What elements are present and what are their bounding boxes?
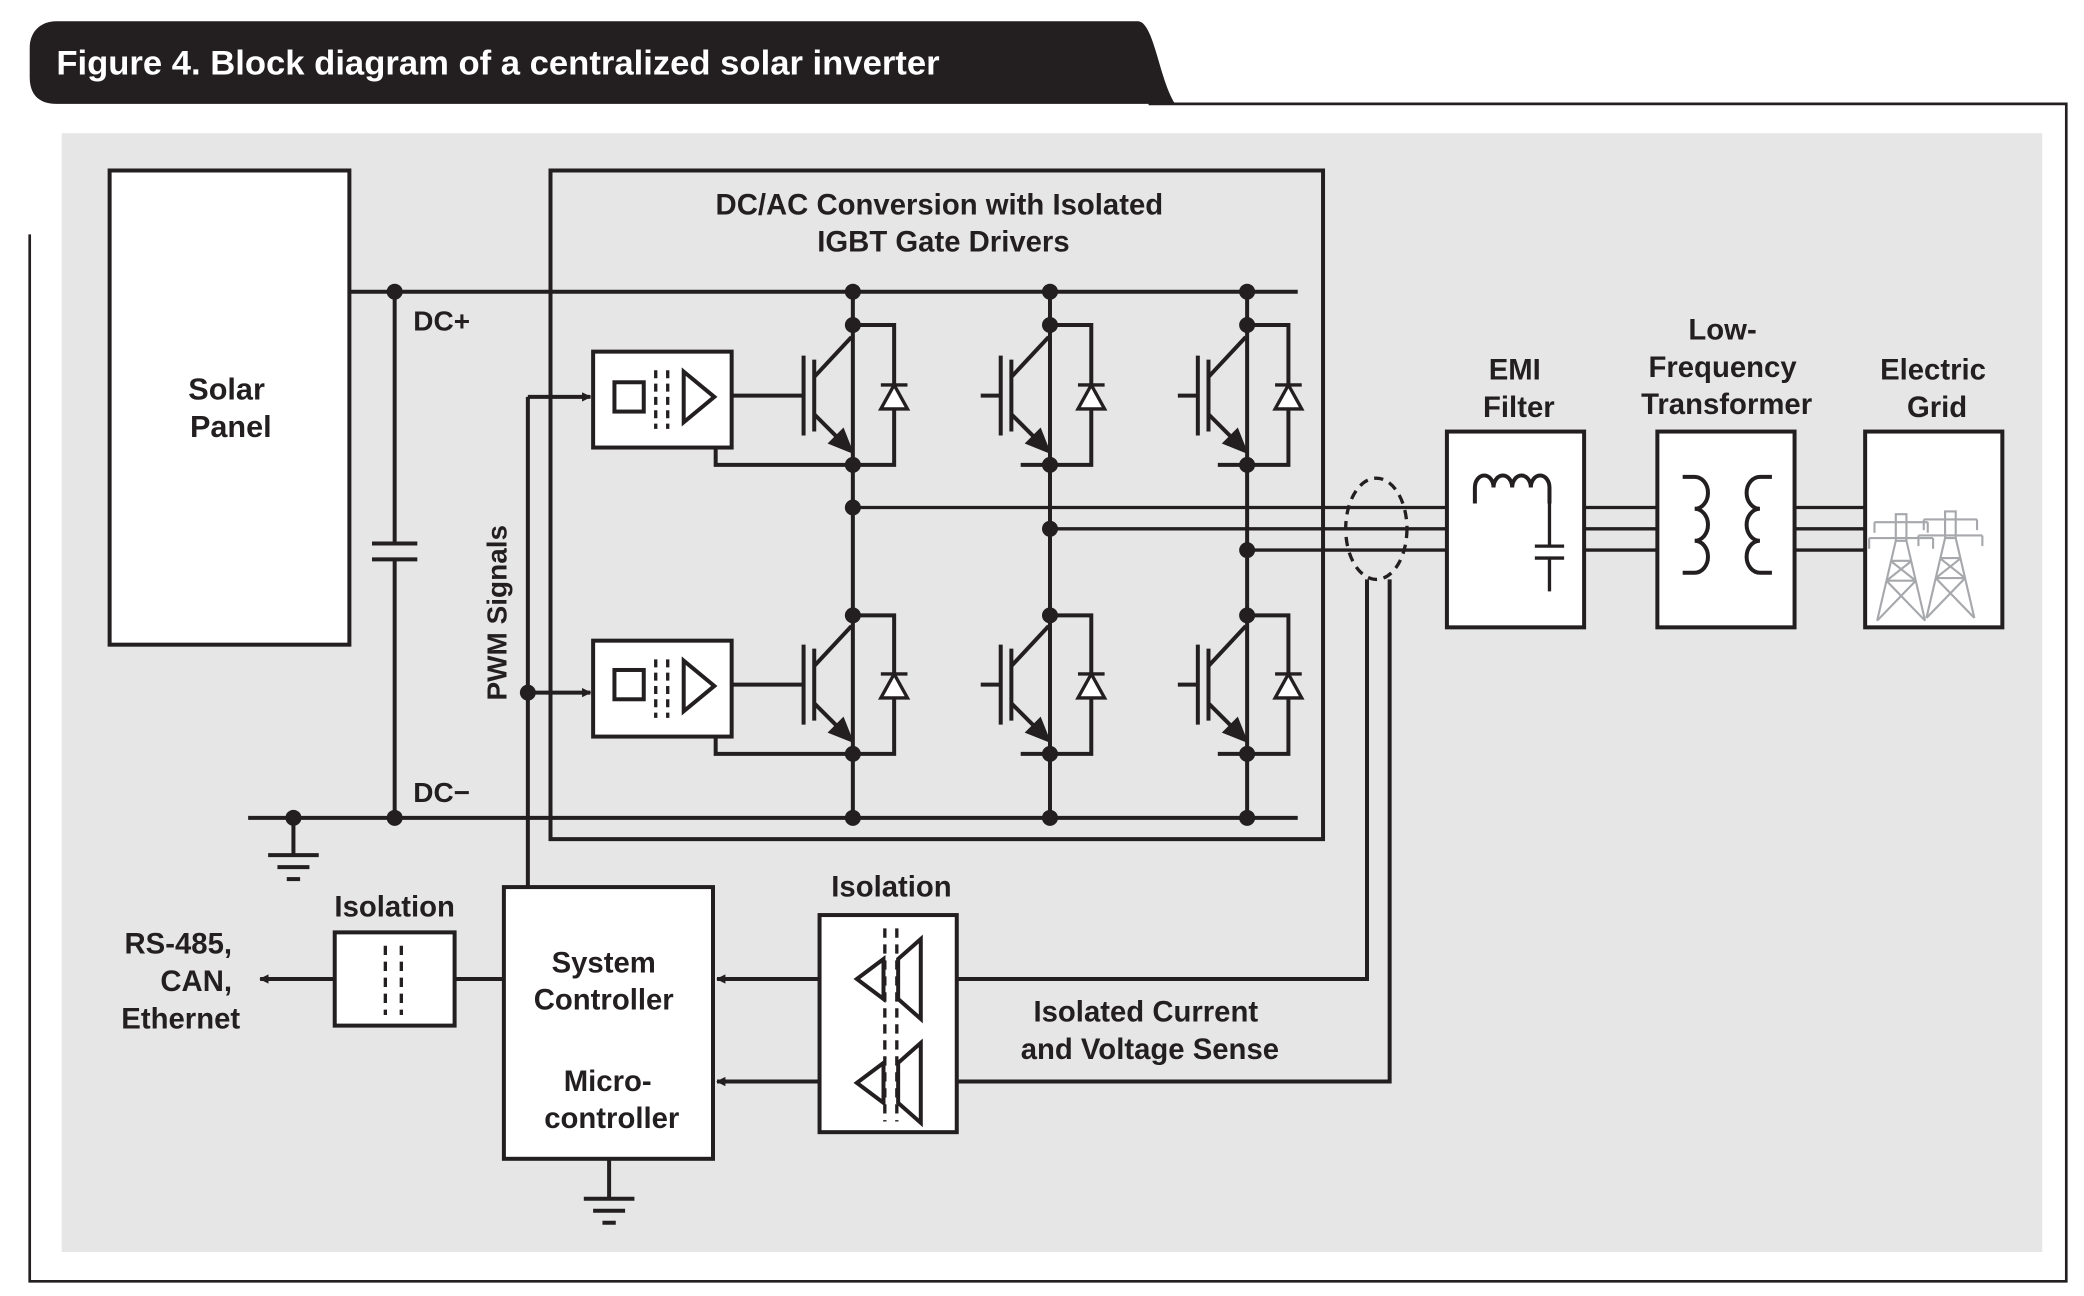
solar-panel-label: Solar Panel bbox=[188, 373, 273, 444]
pwm-signal-wiring bbox=[519, 392, 592, 888]
gate-driver-top bbox=[591, 349, 734, 450]
electric-grid-block bbox=[1863, 429, 2005, 630]
dcac-conversion-block bbox=[548, 168, 1326, 842]
dc-minus-label: DC− bbox=[413, 777, 470, 808]
solar-panel-block bbox=[107, 168, 352, 647]
isolation-left-label: Isolation bbox=[334, 890, 454, 923]
transformer-coils bbox=[1682, 474, 1772, 575]
dc-plus-label: DC+ bbox=[413, 305, 470, 336]
inverter-leg-1 bbox=[801, 283, 910, 826]
transformer-to-grid-lines bbox=[1794, 505, 1866, 552]
inverter-leg-3 bbox=[1195, 283, 1304, 826]
isolation-amplifiers bbox=[853, 934, 923, 1128]
emi-filter-symbol bbox=[1472, 473, 1565, 592]
controller-ground bbox=[583, 1158, 635, 1225]
system-controller-label: System Controller Micro- controller bbox=[534, 946, 682, 1135]
filter-to-transformer-lines bbox=[1584, 505, 1658, 552]
system-controller-block bbox=[501, 885, 716, 1161]
dc-bus-wiring bbox=[248, 283, 1298, 882]
sense-label: Isolated Current and Voltage Sense bbox=[1021, 996, 1279, 1066]
comms-label: RS-485, CAN, Ethernet bbox=[121, 928, 240, 1036]
isolation-left-block bbox=[332, 930, 457, 1028]
figure-title: Figure 4. Block diagram of a centralized… bbox=[56, 45, 939, 83]
pwm-signals-label: PWM Signals bbox=[482, 525, 513, 701]
title-bar bbox=[29, 21, 1176, 104]
transformer-label: Low- Frequency Transformer bbox=[1641, 314, 1812, 422]
gate-driver-bottom bbox=[591, 638, 734, 739]
transformer-block bbox=[1655, 429, 1797, 630]
inverter-leg-2 bbox=[998, 283, 1107, 826]
dcac-title: DC/AC Conversion with Isolated IGBT Gate… bbox=[716, 188, 1172, 258]
isolation-right-label: Isolation bbox=[831, 870, 951, 903]
emi-filter-block bbox=[1444, 429, 1587, 630]
sense-wiring bbox=[716, 579, 1392, 1087]
figure-frame bbox=[28, 102, 2068, 1283]
emi-filter-label: EMI Filter bbox=[1483, 354, 1555, 424]
isolation-right-block bbox=[817, 913, 959, 1135]
electric-grid-label: Electric Grid bbox=[1880, 354, 1994, 424]
